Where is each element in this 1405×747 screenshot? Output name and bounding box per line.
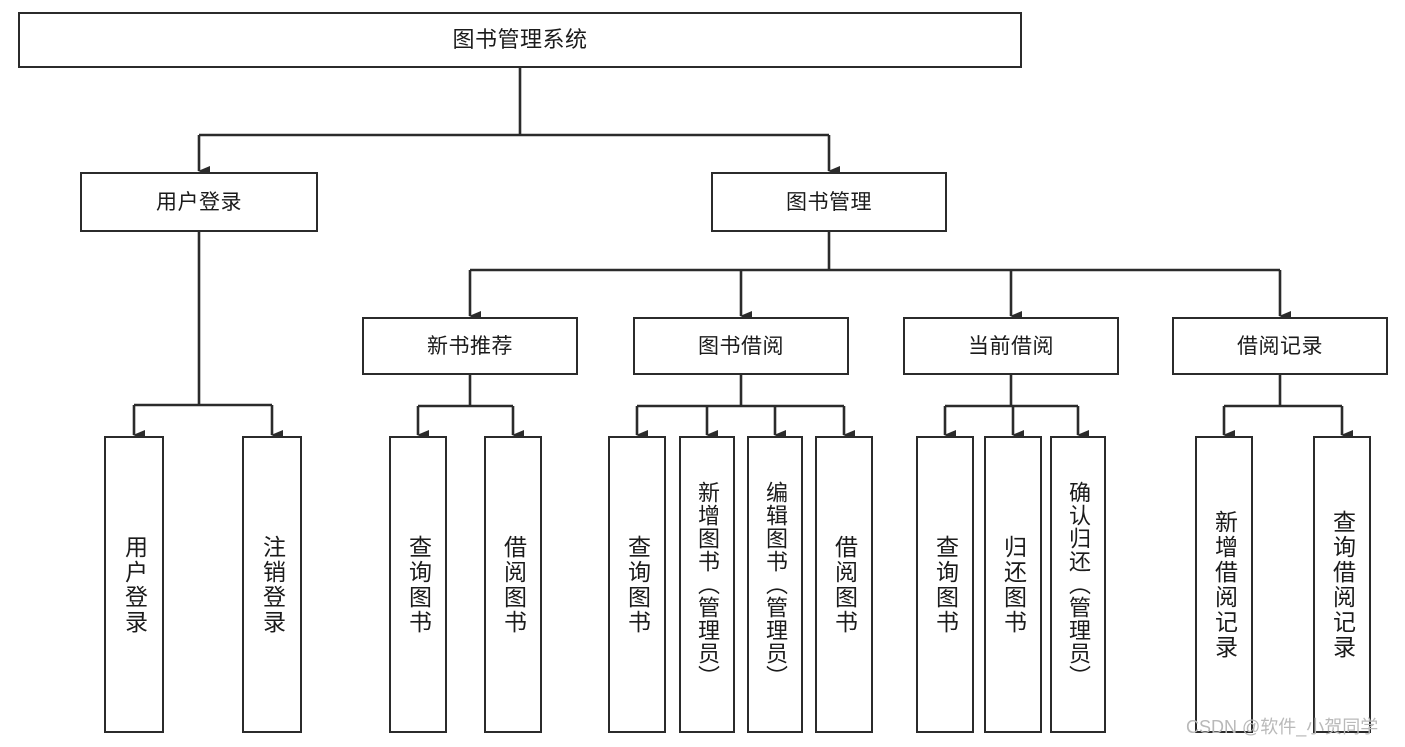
node-leaf-edit-book-label: 编辑图书（管理员） [763,481,788,688]
node-root[interactable]: 图书管理系统 [18,12,1022,68]
node-user-login[interactable]: 用户登录 [80,172,318,232]
node-leaf-add-record-label: 新增借阅记录 [1211,509,1238,660]
node-leaf-add-book-label: 新增图书（管理员） [695,481,720,688]
node-leaf-query-book-2-label: 查询图书 [624,534,651,635]
node-new-book-recommend-label: 新书推荐 [427,334,513,358]
node-leaf-borrow-book-1[interactable]: 借阅图书 [484,436,542,733]
node-leaf-edit-book[interactable]: 编辑图书（管理员） [747,436,803,733]
node-current-borrow[interactable]: 当前借阅 [903,317,1119,375]
node-leaf-borrow-book-1-label: 借阅图书 [500,534,527,635]
node-borrow-record-label: 借阅记录 [1237,334,1323,358]
node-leaf-query-book-1[interactable]: 查询图书 [389,436,447,733]
node-leaf-borrow-book-2-label: 借阅图书 [831,534,858,635]
node-borrow-record[interactable]: 借阅记录 [1172,317,1388,375]
node-leaf-return-book-label: 归还图书 [1000,534,1027,635]
node-new-book-recommend[interactable]: 新书推荐 [362,317,578,375]
node-leaf-add-record[interactable]: 新增借阅记录 [1195,436,1253,733]
node-leaf-query-book-1-label: 查询图书 [405,534,432,635]
node-leaf-add-book[interactable]: 新增图书（管理员） [679,436,735,733]
node-leaf-confirm-return[interactable]: 确认归还（管理员） [1050,436,1106,733]
node-leaf-query-book-3[interactable]: 查询图书 [916,436,974,733]
node-root-label: 图书管理系统 [452,27,588,52]
node-leaf-user-login-label: 用户登录 [121,534,148,635]
node-leaf-logout-label: 注销登录 [259,534,286,635]
node-leaf-query-record[interactable]: 查询借阅记录 [1313,436,1371,733]
node-leaf-borrow-book-2[interactable]: 借阅图书 [815,436,873,733]
node-leaf-query-record-label: 查询借阅记录 [1329,509,1356,660]
watermark: CSDN @软件_小贺同学 [1186,717,1379,737]
node-leaf-user-login[interactable]: 用户登录 [104,436,164,733]
node-current-borrow-label: 当前借阅 [968,334,1054,358]
node-book-borrow[interactable]: 图书借阅 [633,317,849,375]
node-leaf-query-book-3-label: 查询图书 [932,534,959,635]
node-leaf-query-book-2[interactable]: 查询图书 [608,436,666,733]
node-leaf-return-book[interactable]: 归还图书 [984,436,1042,733]
node-book-borrow-label: 图书借阅 [698,334,784,358]
node-book-management-label: 图书管理 [786,190,872,214]
node-leaf-confirm-return-label: 确认归还（管理员） [1066,481,1091,688]
node-user-login-label: 用户登录 [156,190,242,214]
node-leaf-logout[interactable]: 注销登录 [242,436,302,733]
node-book-management[interactable]: 图书管理 [711,172,947,232]
